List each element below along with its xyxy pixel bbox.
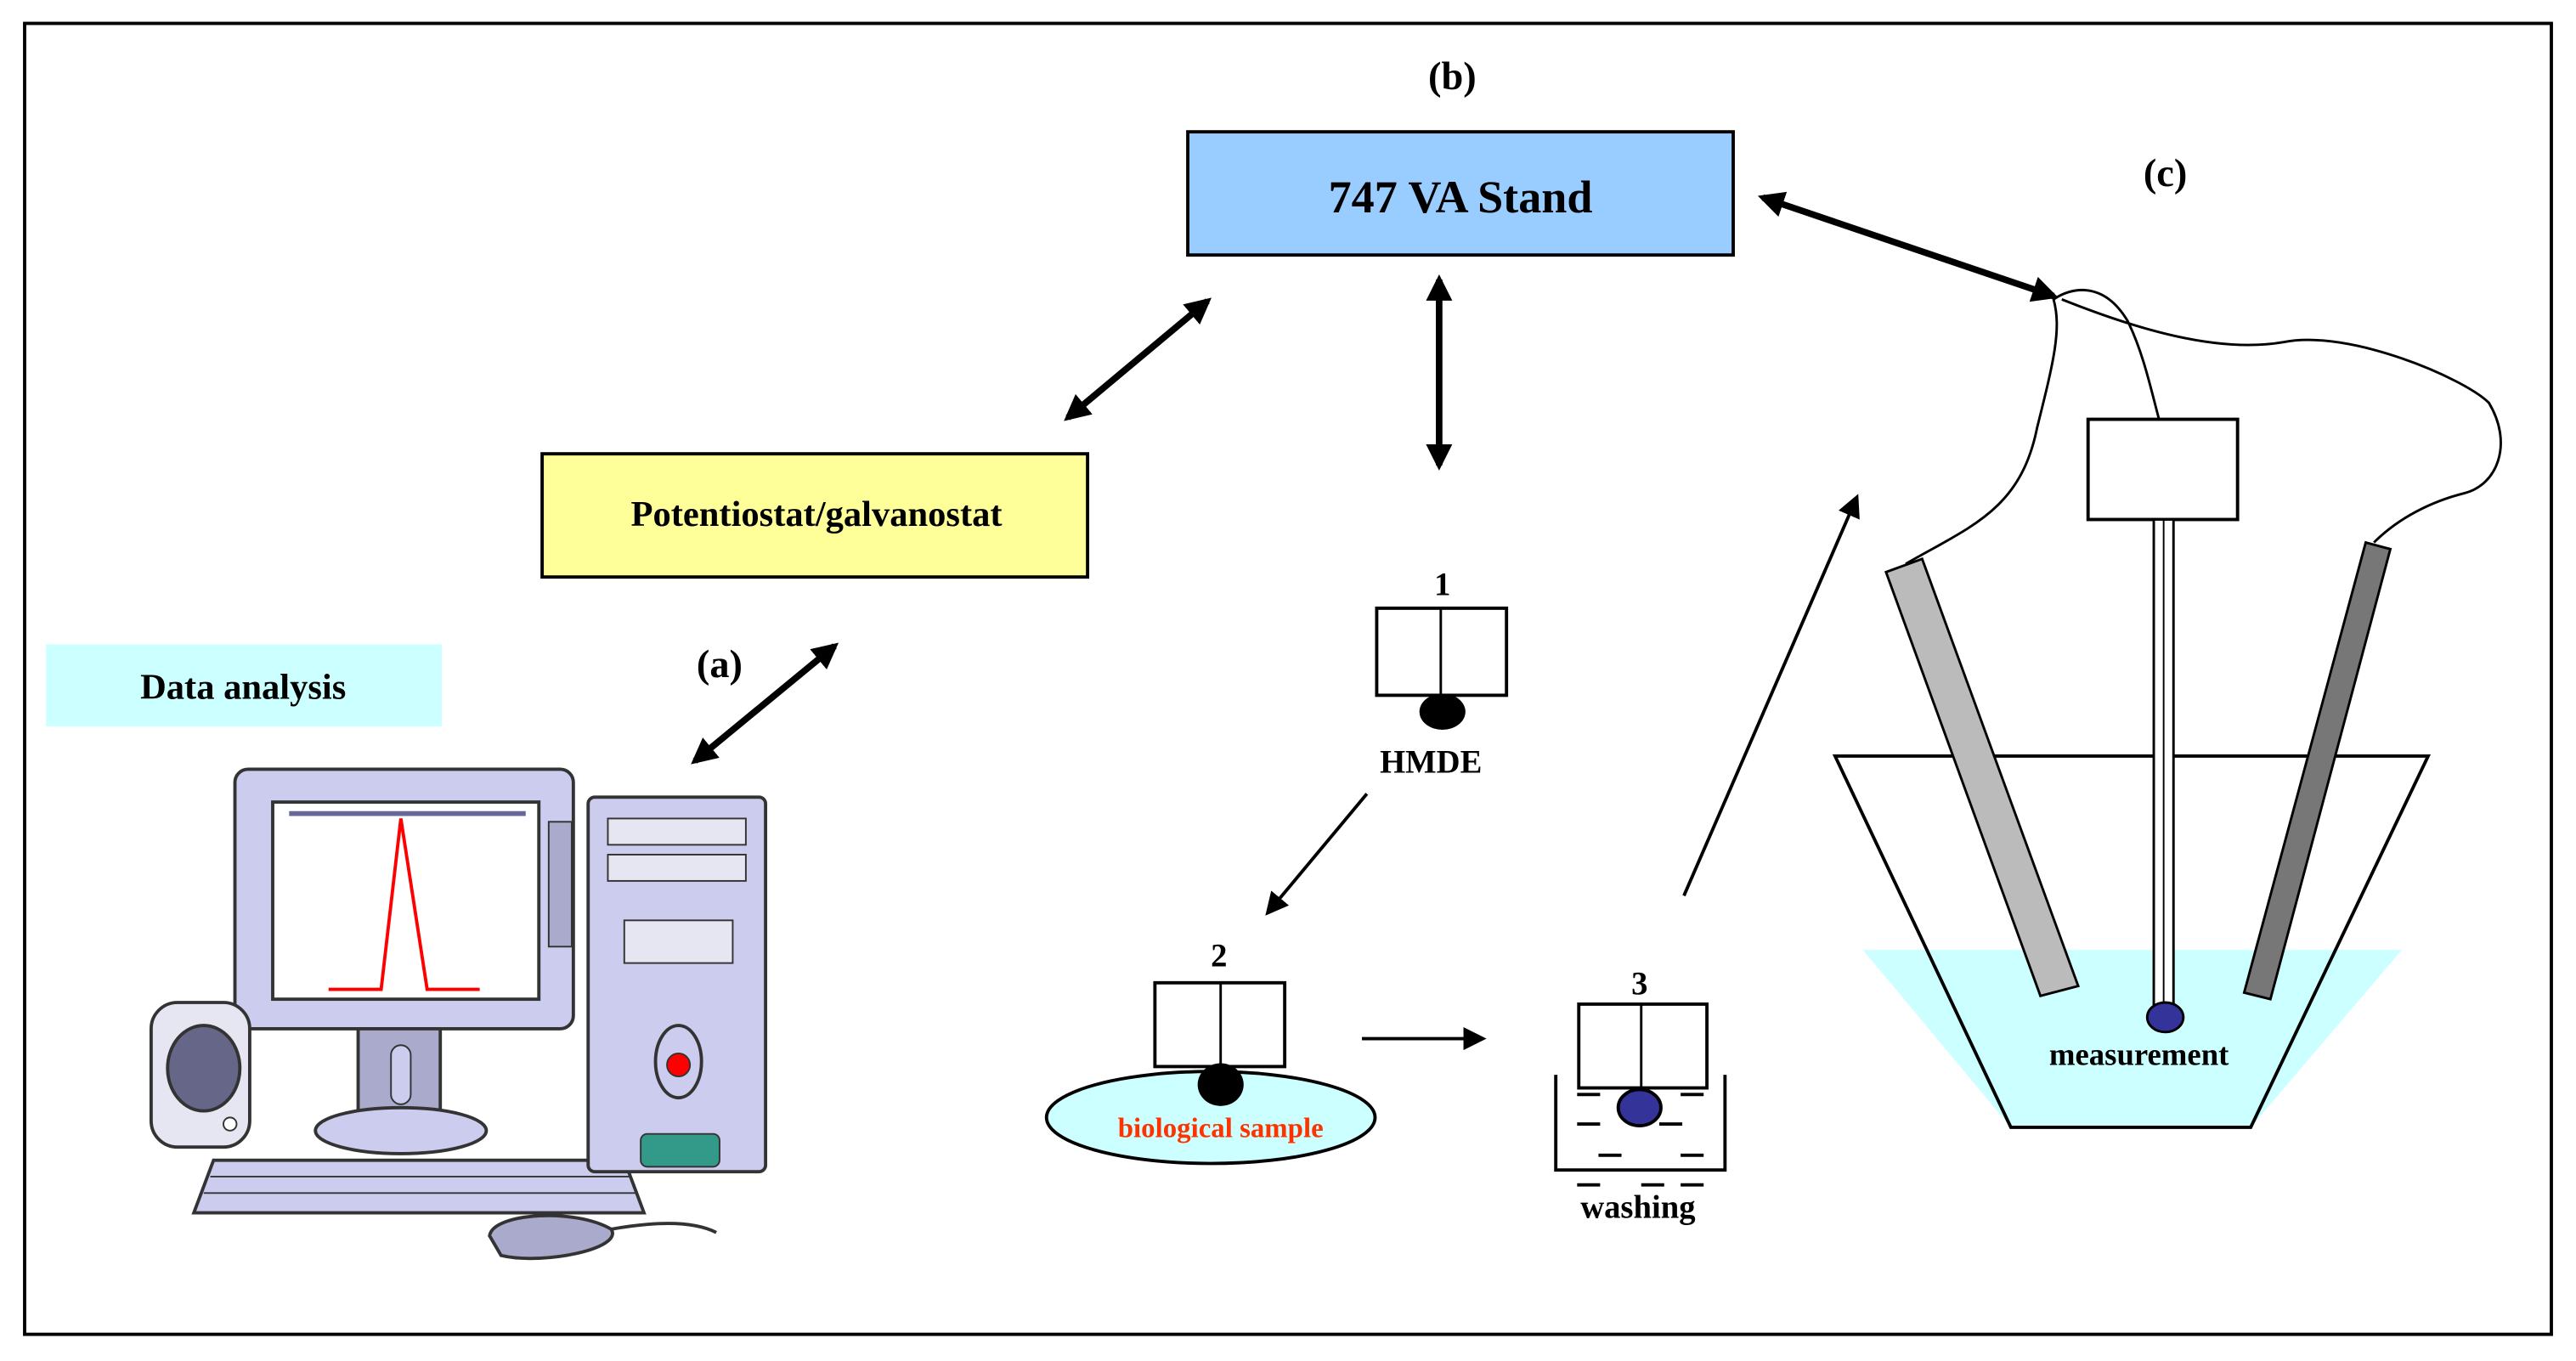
signal-peak	[328, 818, 480, 991]
electrode-wires	[1905, 288, 2502, 565]
potentiostat-box: Potentiostat/galvanostat	[540, 452, 1090, 579]
electrode-head	[2086, 417, 2240, 522]
va-stand-label: 747 VA Stand	[1329, 172, 1593, 223]
arrow-stand-potentiostat	[1064, 297, 1212, 421]
data-analysis-box: Data analysis	[46, 644, 443, 727]
mercury-drop-measure	[2145, 1001, 2185, 1034]
step2-label: biological sample	[1118, 1114, 1324, 1144]
step1-number: 1	[1434, 567, 1450, 602]
potentiostat-label: Potentiostat/galvanostat	[630, 494, 1002, 534]
mouse	[488, 1213, 614, 1261]
arrow-step3-measurement	[1682, 494, 1860, 897]
mercury-drop	[1197, 1063, 1244, 1106]
arrow-step1-step2	[1265, 793, 1369, 916]
reference-electrode	[1884, 557, 2081, 998]
frame	[23, 21, 2553, 1336]
counter-electrode	[2242, 540, 2392, 1001]
label-c: (c)	[2144, 152, 2188, 195]
step3-washing: 3 washing	[1554, 966, 1727, 1225]
step1-hmde: 1 HMDE	[1375, 567, 1509, 780]
mercury-drop	[1419, 693, 1466, 731]
mercury-drop-washed	[1616, 1087, 1663, 1127]
tower	[586, 795, 768, 1174]
measurement-label: measurement	[2049, 1036, 2229, 1071]
monitor-screen	[271, 800, 541, 1002]
data-analysis-label: Data analysis	[140, 667, 346, 707]
computer-illustration	[149, 767, 768, 1261]
arrow-stand-cell	[1757, 191, 2059, 302]
step3-number: 3	[1631, 966, 1647, 1002]
arrow-computer-potentiostat	[691, 642, 839, 765]
measurement-cell: measurement	[1832, 288, 2502, 1129]
keyboard	[191, 1158, 647, 1215]
label-b: (b)	[1428, 55, 1477, 99]
step3-label: washing	[1580, 1189, 1695, 1225]
va-stand-box: 747 VA Stand	[1186, 130, 1735, 257]
step1-label: HMDE	[1380, 744, 1482, 780]
power-button	[666, 1052, 692, 1077]
label-a: (a)	[697, 643, 743, 686]
step2-sample: 2 biological sample	[1044, 938, 1377, 1166]
step2-number: 2	[1211, 938, 1227, 974]
